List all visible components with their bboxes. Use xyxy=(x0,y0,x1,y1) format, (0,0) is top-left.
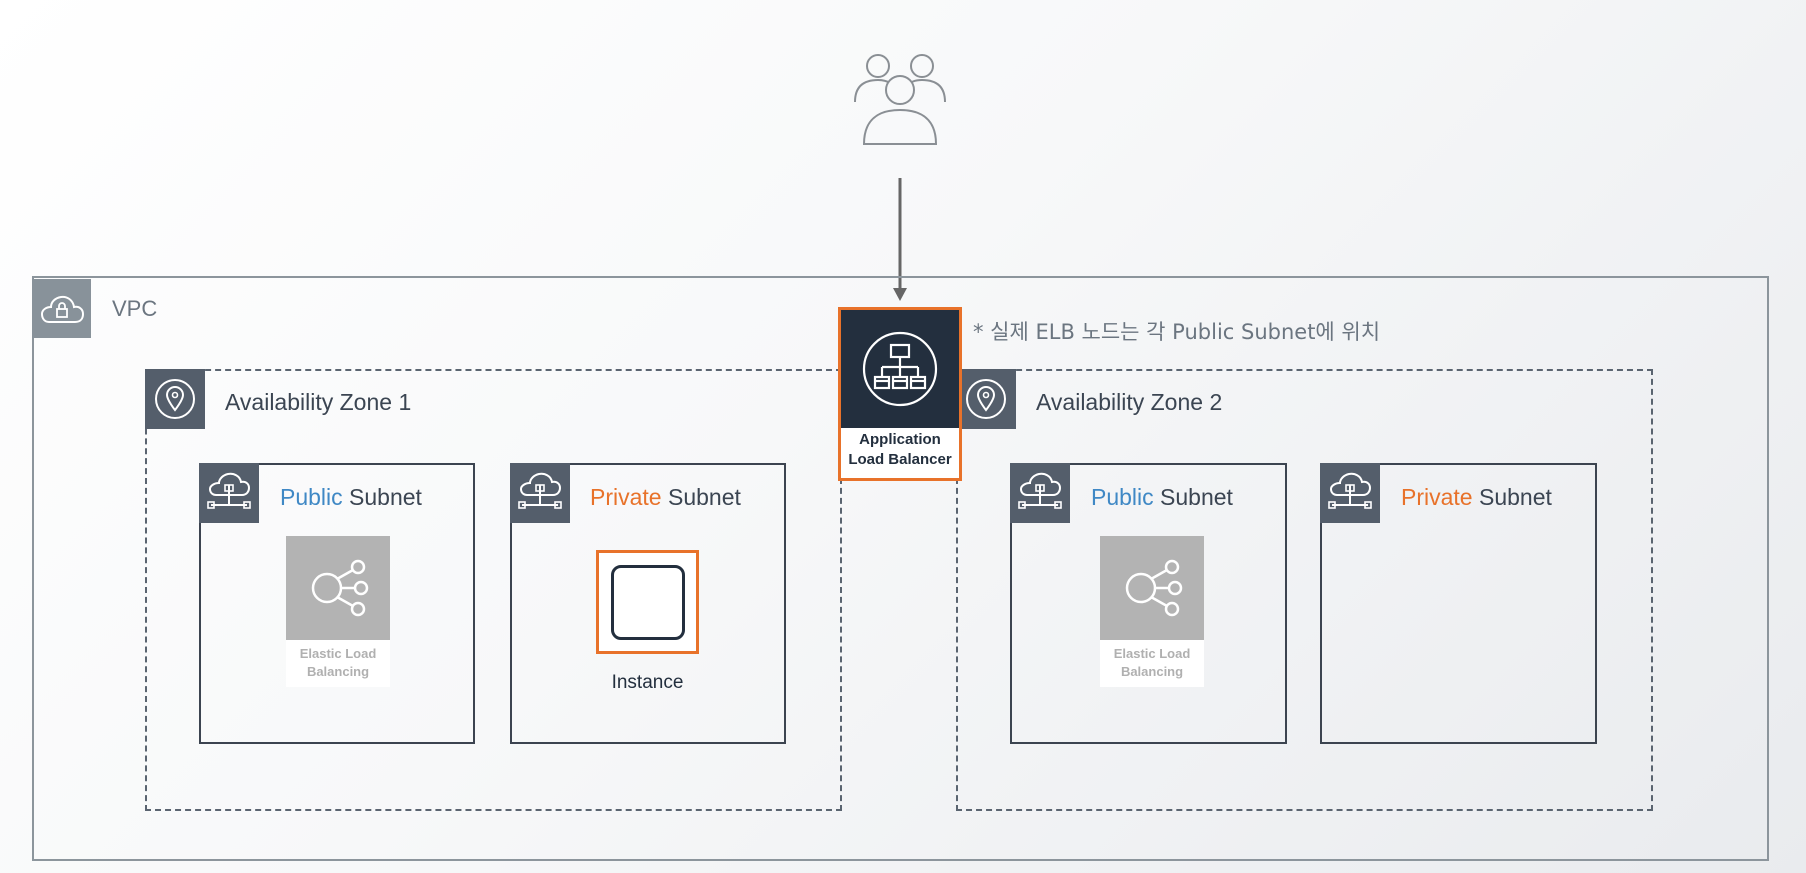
elastic-load-balancing-icon xyxy=(311,559,369,617)
vpc-label: VPC xyxy=(112,296,158,321)
az2-private-subnet-title: Private Subnet xyxy=(1401,484,1552,511)
subnet-cloud-network-icon xyxy=(518,472,562,509)
elb-node-note: * 실제 ELB 노드는 각 Public Subnet에 위치 xyxy=(973,320,1381,344)
az2-public-subnet xyxy=(1010,463,1287,744)
az1-public-subnet xyxy=(199,463,475,744)
az1-public-subnet-title: Public Subnet xyxy=(280,484,422,511)
az2-public-subnet-title: Public Subnet xyxy=(1091,484,1233,511)
subnet-badge xyxy=(1320,463,1380,523)
az2-badge xyxy=(956,369,1016,429)
availability-zone-1 xyxy=(145,369,842,811)
subnet-cloud-network-icon xyxy=(1328,472,1372,509)
vpc-lock-cloud-icon xyxy=(40,295,84,323)
availability-zone-2 xyxy=(956,369,1653,811)
elb-caption-line2: Balancing xyxy=(1120,664,1184,679)
subnet-word: Subnet xyxy=(1153,484,1233,510)
subnet-cloud-network-icon xyxy=(1018,472,1062,509)
location-pin-icon xyxy=(155,379,195,419)
location-pin-icon xyxy=(966,379,1006,419)
instance-label: Instance xyxy=(611,672,684,693)
public-word: Public xyxy=(280,484,343,510)
subnet-word: Subnet xyxy=(1472,484,1552,510)
alb-caption-line1: Application xyxy=(859,431,941,448)
subnet-word: Subnet xyxy=(661,484,741,510)
traffic-arrow xyxy=(893,178,907,301)
private-word: Private xyxy=(590,484,662,510)
private-word: Private xyxy=(1401,484,1473,510)
application-load-balancer-icon xyxy=(862,331,938,407)
az2-label: Availability Zone 2 xyxy=(1036,389,1223,415)
az1-badge xyxy=(145,369,205,429)
alb-caption-line2: Load Balancer xyxy=(848,451,952,468)
public-word: Public xyxy=(1091,484,1154,510)
elb-caption-line1: Elastic Load xyxy=(299,646,377,661)
vpc-badge xyxy=(32,279,91,338)
elb-caption-line2: Balancing xyxy=(306,664,370,679)
subnet-badge xyxy=(1010,463,1070,523)
elb-caption-line1: Elastic Load xyxy=(1113,646,1191,661)
az2-private-subnet xyxy=(1320,463,1597,744)
elastic-load-balancing-icon xyxy=(1125,559,1183,617)
az1-private-subnet-title: Private Subnet xyxy=(590,484,741,511)
users-icon xyxy=(854,54,946,145)
subnet-cloud-network-icon xyxy=(207,472,251,509)
vpc-boundary xyxy=(32,276,1769,861)
subnet-badge xyxy=(510,463,570,523)
instance-icon xyxy=(610,564,685,640)
subnet-badge xyxy=(199,463,259,523)
instance-node xyxy=(596,550,699,654)
az1-label: Availability Zone 1 xyxy=(225,389,412,415)
subnet-word: Subnet xyxy=(342,484,422,510)
az1-private-subnet xyxy=(510,463,786,744)
